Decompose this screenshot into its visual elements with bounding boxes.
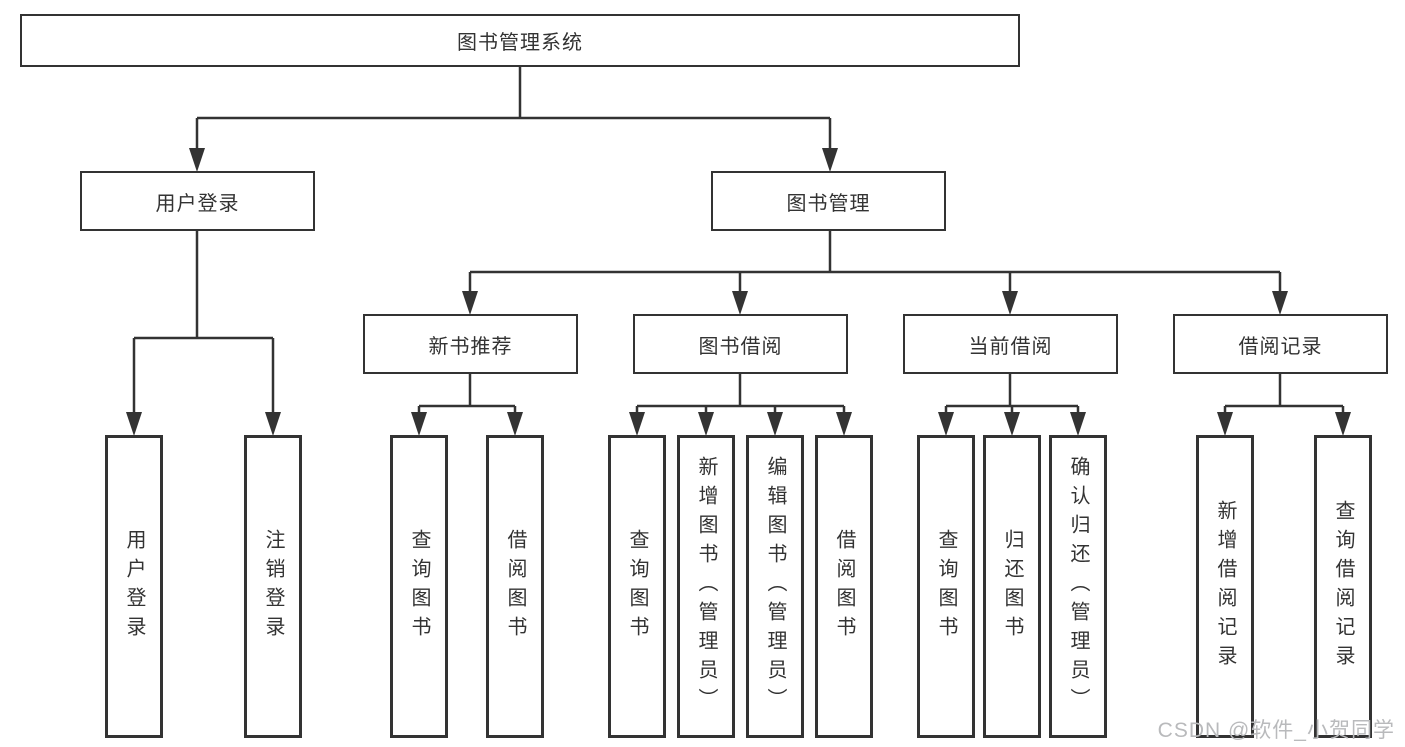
leaf-borrow-books-recommend: 借阅图书 xyxy=(486,435,544,738)
node-label: 借阅图书 xyxy=(504,528,526,645)
node-label: 新增借阅记录 xyxy=(1214,499,1236,674)
node-label: 查询借阅记录 xyxy=(1332,499,1354,674)
leaf-add-books-admin: 新增图书（管理员） xyxy=(677,435,735,738)
node-label: 当前借阅 xyxy=(968,335,1053,358)
node-label: 确认归还（管理员） xyxy=(1067,456,1089,717)
node-book-borrowing: 图书借阅 xyxy=(633,314,848,374)
leaf-query-borrow-record: 查询借阅记录 xyxy=(1314,435,1372,738)
leaf-edit-books-admin: 编辑图书（管理员） xyxy=(746,435,804,738)
node-label: 图书借阅 xyxy=(698,335,783,358)
node-label: 查询图书 xyxy=(408,528,430,645)
node-new-book-recommendation: 新书推荐 xyxy=(363,314,578,374)
node-book-management-module: 图书管理 xyxy=(711,171,946,231)
leaf-query-books-recommend: 查询图书 xyxy=(390,435,448,738)
node-label: 图书管理 xyxy=(786,192,871,215)
node-label: 借阅图书 xyxy=(833,528,855,645)
leaf-user-login: 用户登录 xyxy=(105,435,163,738)
node-label: 编辑图书（管理员） xyxy=(764,456,786,717)
node-label: 归还图书 xyxy=(1001,528,1023,645)
csdn-watermark: CSDN @软件_小贺同学 xyxy=(1157,719,1395,742)
leaf-query-books-borrow: 查询图书 xyxy=(608,435,666,738)
node-current-borrowing: 当前借阅 xyxy=(903,314,1118,374)
node-borrowing-records: 借阅记录 xyxy=(1173,314,1388,374)
node-user-login-module: 用户登录 xyxy=(80,171,315,231)
node-library-management-system: 图书管理系统 xyxy=(20,14,1020,67)
leaf-confirm-return-admin: 确认归还（管理员） xyxy=(1049,435,1107,738)
node-label: 查询图书 xyxy=(626,528,648,645)
node-label: 用户登录 xyxy=(123,528,145,645)
leaf-return-books: 归还图书 xyxy=(983,435,1041,738)
node-label: 新增图书（管理员） xyxy=(695,456,717,717)
node-label: 注销登录 xyxy=(262,528,284,645)
node-label: 新书推荐 xyxy=(428,335,513,358)
node-label: 用户登录 xyxy=(155,192,240,215)
leaf-borrow-books: 借阅图书 xyxy=(815,435,873,738)
node-label: 图书管理系统 xyxy=(457,32,583,54)
node-label: 借阅记录 xyxy=(1238,335,1323,358)
node-label: 查询图书 xyxy=(935,528,957,645)
leaf-add-borrow-record: 新增借阅记录 xyxy=(1196,435,1254,738)
leaf-query-books-current: 查询图书 xyxy=(917,435,975,738)
leaf-logout: 注销登录 xyxy=(244,435,302,738)
